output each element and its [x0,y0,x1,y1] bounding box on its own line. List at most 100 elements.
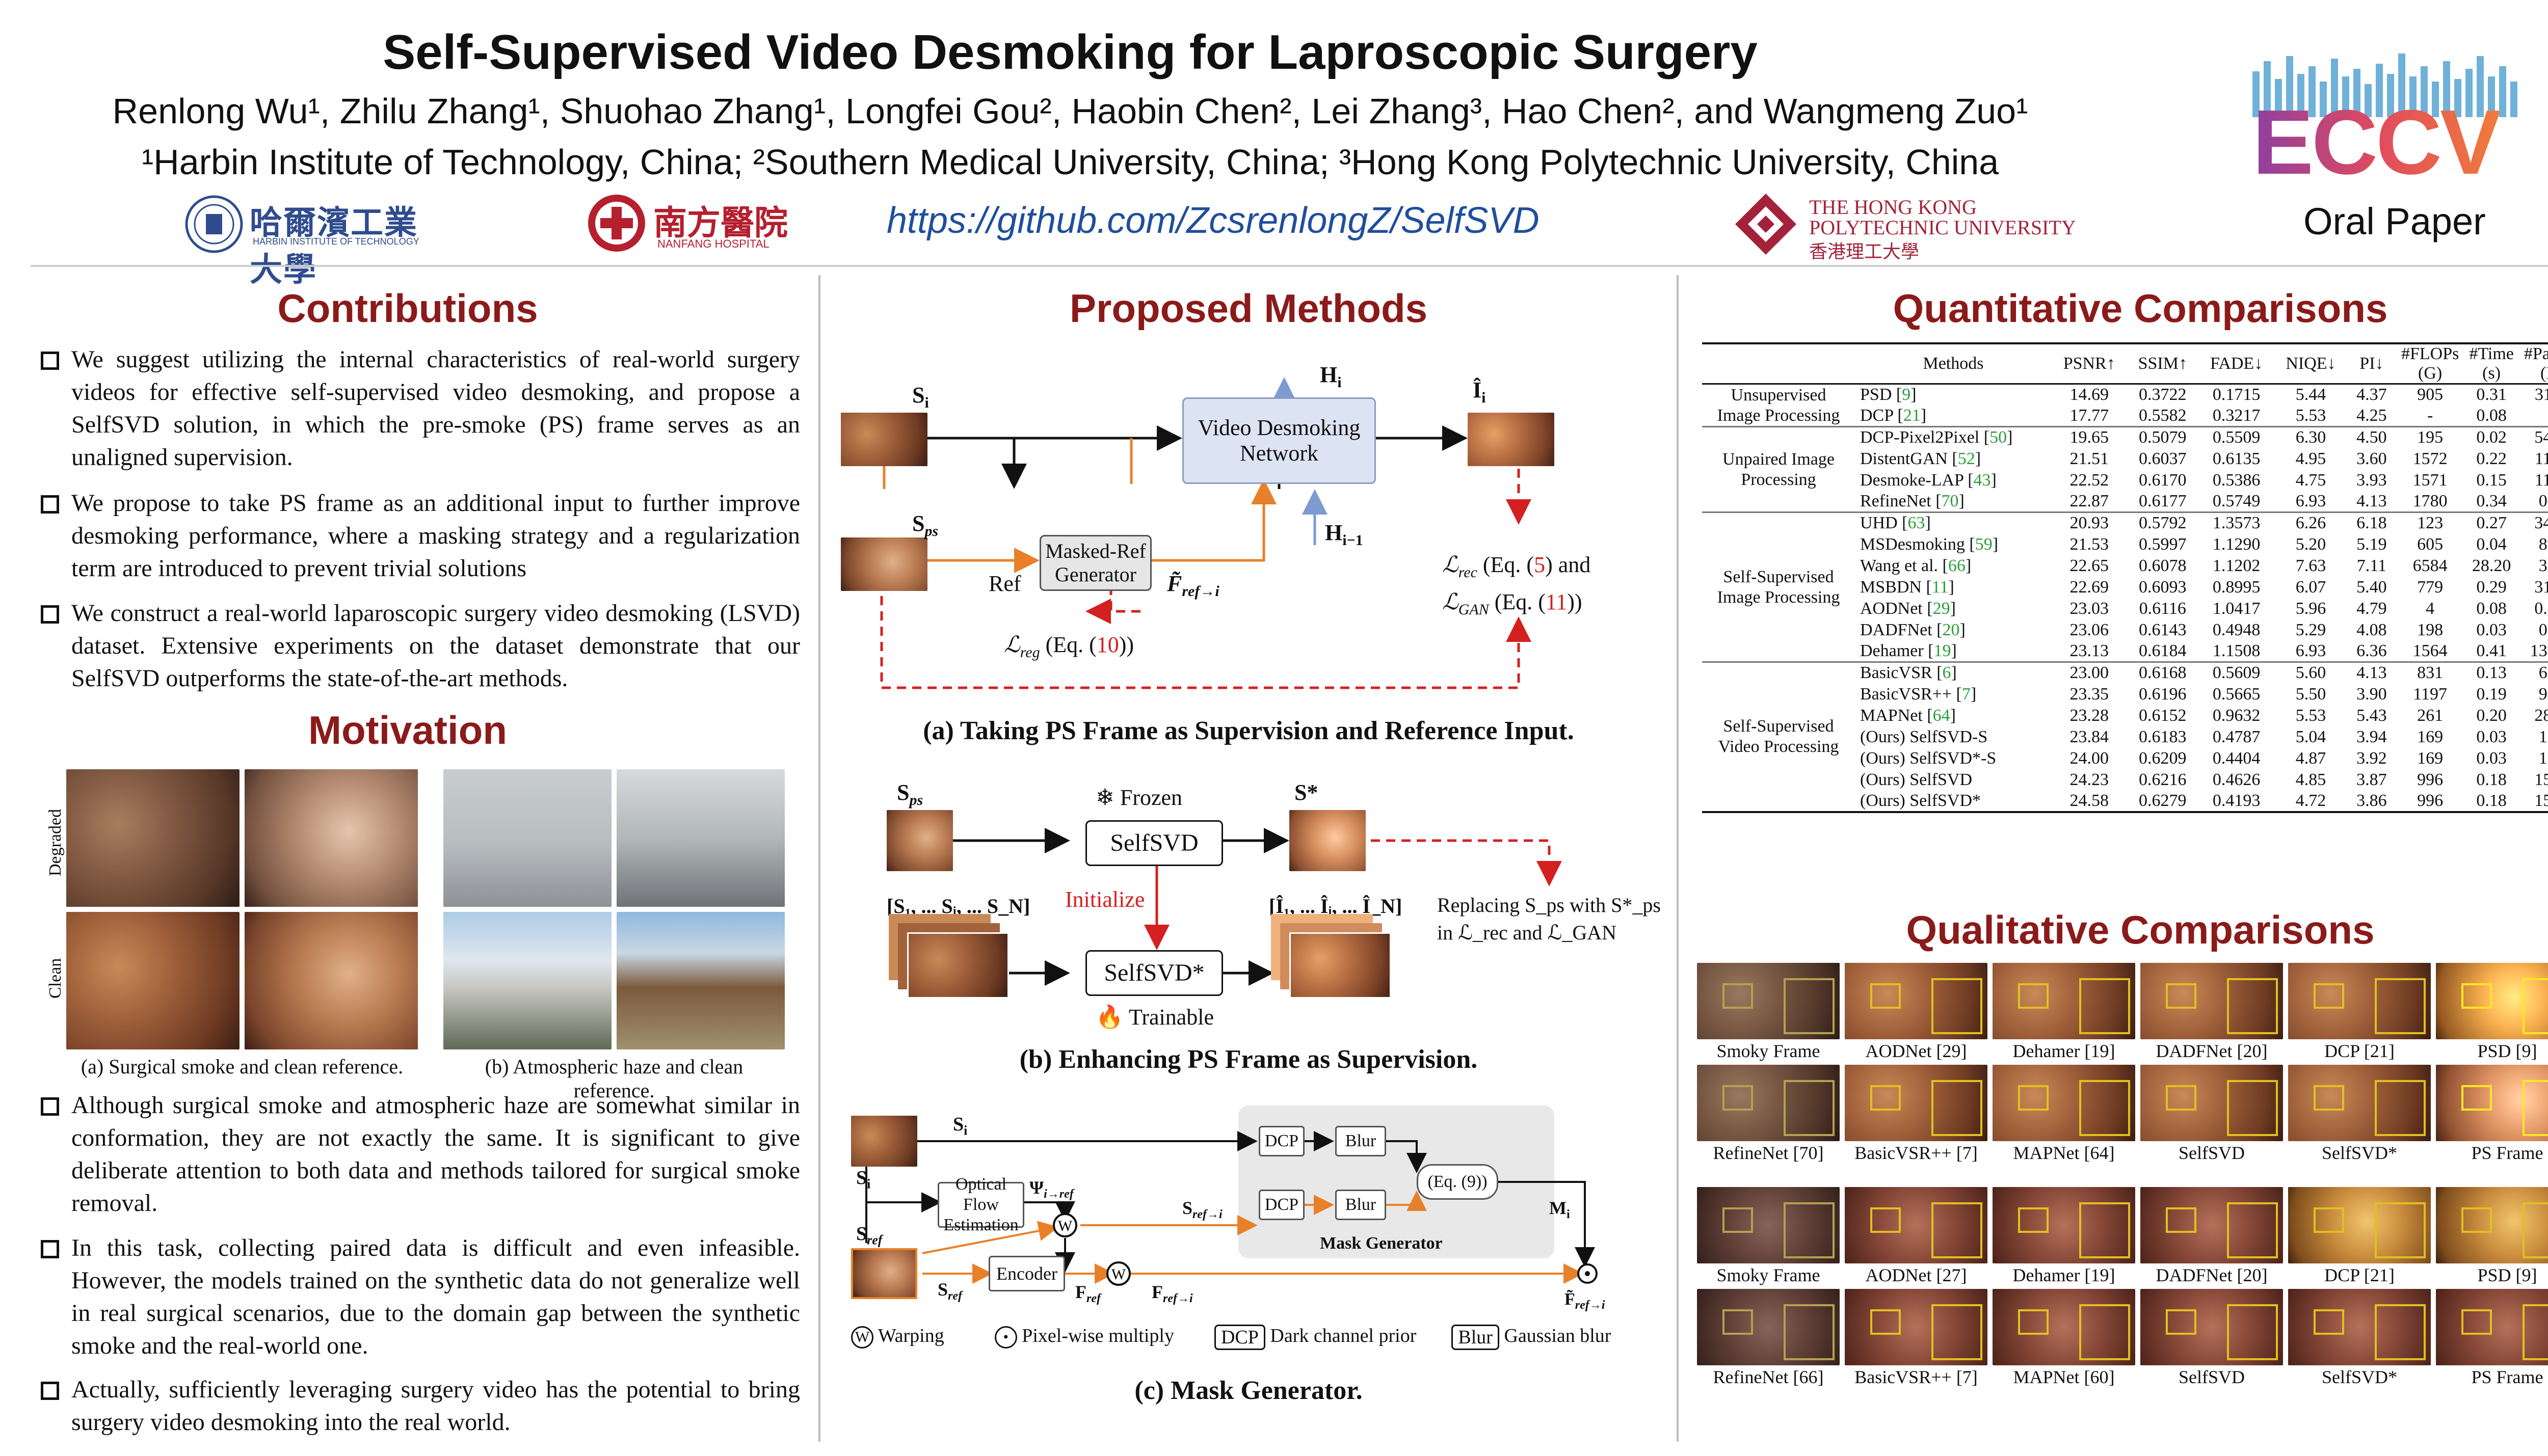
metric-cell: 6.26 [2274,511,2347,534]
metric-cell: 0.6183 [2139,727,2187,746]
clean-street-image [443,912,612,1049]
qualitative-image [2140,1065,2283,1141]
metric-cell: - [2519,406,2548,427]
citation: 52 [1957,449,1975,468]
zoom-box [2166,1207,2196,1233]
method-name: UHD [63] [1855,511,2052,534]
bullet-box-icon [41,1382,59,1400]
surgical-clean-image-1 [66,912,240,1049]
blur-node-1: Blur [1335,1126,1386,1156]
citation: 50 [1989,428,2007,447]
nanfang-cross-icon [588,195,645,252]
metric-cell: 6.29 [2518,661,2548,684]
metric-cell: 779 [2417,577,2444,597]
trainable-label: 🔥 Trainable [1096,1005,1214,1030]
metric-cell: 0.02 [2464,426,2519,448]
metric-cell: 0.6196 [2139,684,2187,704]
metric-cell: 28.75 [2534,706,2548,725]
metric-cell: 23.03 [2069,599,2109,618]
metric-cell: 28.20 [2472,556,2511,575]
qualitative-caption: PS Frame [2471,1367,2543,1387]
metric-cell: 1.1508 [2212,641,2261,660]
qualitative-caption: DCP [21] [2324,1265,2395,1285]
metric-cell: 5.44 [2295,385,2326,405]
sref-label-2: Sref [938,1279,963,1303]
zoom-box [1870,983,1901,1009]
zoom-inset [2523,1202,2548,1258]
contribution-item: We suggest utilizing the internal charac… [41,343,800,474]
zoom-inset [1784,1304,1835,1360]
metric-cell: 21.51 [2069,449,2109,468]
mask-generator-label: Mask Generator [1320,1234,1443,1253]
qualitative-caption: AODNet [29] [1865,1041,1967,1061]
lreg-label: ℒreg (Eq. (10)) [1004,632,1134,661]
surgical-smoke-image-2 [245,769,418,907]
header-cell: PI↓ [2359,354,2384,373]
metric-cell: 5.20 [2295,534,2326,554]
ihat-label: Îi [1473,378,1486,406]
zoom-inset [2227,978,2278,1034]
zoom-box [2314,1085,2344,1111]
method-name: (Ours) SelfSVD-S [1860,727,1988,746]
metric-cell: 0.15 [2476,470,2507,490]
metric-cell: 0.6279 [2139,791,2187,810]
zoom-box [1870,1207,1901,1233]
header-cell: NIQE↓ [2286,354,2336,373]
qualitative-caption: RefineNet [70] [1713,1143,1824,1163]
metric-cell: 14.69 [2069,385,2109,405]
header-cell: SSIM↑ [2138,354,2187,373]
qualitative-caption: PS Frame [2471,1143,2543,1163]
metric-cell: 1572 [2412,449,2448,468]
metric-cell: 0.1715 [2212,385,2261,405]
metric-cell: 1.92 [2538,727,2548,746]
metric-cell: 0.3217 [2212,406,2261,425]
metric-cell: 0.41 [2476,641,2507,660]
metric-cell: 5.60 [2274,661,2347,684]
frefi-tilde-label: F̃ref→i [1564,1290,1605,1312]
psi-label: Ψi→ref [1029,1177,1074,1201]
metric-cell: 0.6116 [2139,599,2186,618]
zoom-box [2018,983,2049,1009]
qualitative-caption: SelfSVD [2178,1143,2245,1163]
qualitative-image [2436,1289,2548,1365]
figure-a-arrows [880,377,1531,689]
qualitative-image [1993,963,2135,1039]
zoom-inset [2079,1304,2130,1360]
author-list: Renlong Wu¹, Zhilu Zhang¹, Shuohao Zhang… [112,91,2028,131]
metric-cell: 1.1290 [2212,534,2261,554]
multiply-icon: • [994,1326,1017,1349]
repository-link[interactable]: https://github.com/ZcsrenlongZ/SelfSVD [887,200,1540,241]
header-divider [31,265,2548,267]
encoder-node: Encoder [989,1256,1065,1291]
group-label: Unsupervised Image Processing [1717,385,1840,425]
metric-cell: 195 [2396,426,2464,448]
metric-cell: 0.002 [2534,599,2548,618]
metric-cell: 23.35 [2069,684,2109,704]
qualitative-caption: BasicVSR++ [7] [1854,1367,1978,1387]
metric-cell: 198 [2417,620,2444,639]
citation: 21 [1903,406,1921,425]
initialize-label: Initialize [1065,887,1145,912]
metric-cell: 0.18 [2476,791,2507,810]
surgical-smoke-image-1 [66,769,240,907]
metric-cell: 0.4948 [2212,620,2261,639]
metric-cell: 0.5665 [2212,684,2261,704]
zoom-box [2461,983,2492,1009]
motivation-figure: Degraded Clean (a) Surgical smoke and cl… [41,764,795,1102]
qualitative-caption: SelfSVD [2178,1367,2245,1387]
input-sequence-images [907,932,1009,999]
metric-cell: 4.95 [2295,449,2326,468]
metric-cell: 7.11 [2356,556,2387,575]
metric-cell: 0.6152 [2139,706,2187,725]
metric-cell: 22.52 [2069,470,2109,490]
metric-cell: 0.6093 [2139,577,2187,597]
